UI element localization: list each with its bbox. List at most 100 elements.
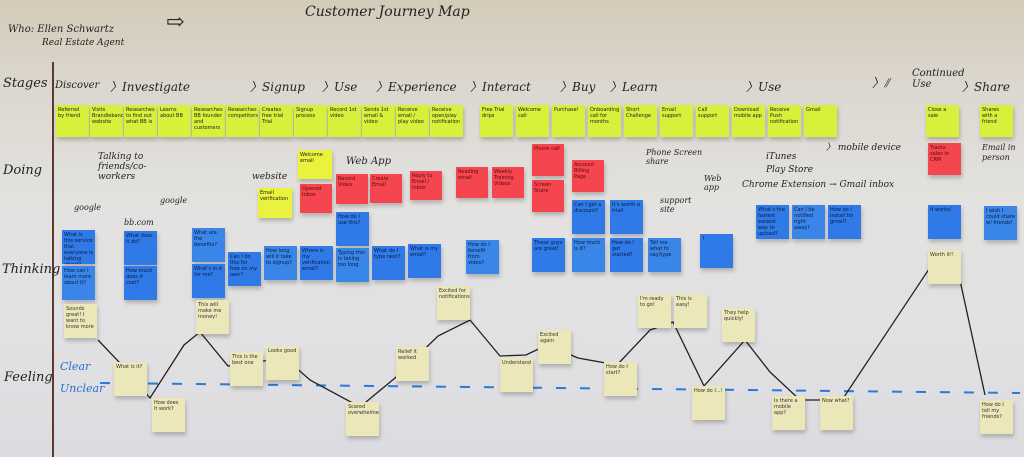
thinking-note[interactable]: What are the benefits?	[192, 228, 225, 262]
feeling-note[interactable]: They help quickly!	[722, 308, 755, 342]
feeling-note[interactable]: Relief it worked	[396, 347, 429, 381]
stage-note[interactable]: Referred by friend	[56, 105, 89, 137]
stage-note[interactable]: Receive Push notification	[768, 105, 801, 137]
doing-note[interactable]: Opened Inbox	[300, 184, 332, 213]
thinking-note[interactable]: How do I benefit from video?	[466, 240, 499, 274]
doing-webapp: Web App	[346, 156, 391, 167]
feeling-note[interactable]: What is it?	[114, 362, 147, 396]
thinking-note[interactable]: How much does it cost?	[124, 266, 157, 300]
thinking-note[interactable]: What do I type next?	[372, 246, 405, 280]
feeling-note[interactable]: Understand	[500, 358, 533, 392]
feeling-note[interactable]: Looks good	[266, 346, 299, 380]
feeling-note[interactable]: I'm ready to go!	[638, 294, 671, 328]
feeling-note[interactable]: This will make me money!	[196, 300, 229, 334]
thinking-note[interactable]: How long will it take to signup?	[264, 246, 297, 280]
doing-note[interactable]: Account Billing Page	[572, 160, 604, 192]
stage-interact: 〉Interact	[470, 80, 531, 94]
stage-note[interactable]: Researches BB founder and customers	[192, 105, 225, 137]
thinking-note[interactable]: What is my email?	[408, 244, 441, 278]
feeling-note[interactable]: How do I tell my friends?	[980, 400, 1013, 434]
doing-note[interactable]: Weekly Training Videos	[492, 167, 524, 198]
feeling-note[interactable]: Worth it!!	[928, 250, 961, 284]
doing-note[interactable]: Reply to Email / Inbox	[410, 171, 442, 200]
thinking-note[interactable]: What is this service that everyone is ta…	[62, 230, 95, 264]
stage-learn: 〉Learn	[610, 80, 658, 94]
feeling-note[interactable]: Excited again	[538, 330, 571, 364]
thinking-note[interactable]: What's in it for me?	[192, 264, 225, 298]
feeling-note[interactable]: How does it work?	[152, 398, 185, 432]
feeling-note[interactable]: Sounds great! I want to know more	[64, 304, 97, 338]
thinking-note[interactable]: I wish I could share w/ friends!	[984, 206, 1017, 240]
thinking-note[interactable]: How do I use this?	[336, 212, 369, 246]
stage-note[interactable]: Learns about BB	[158, 105, 191, 137]
row-label-thinking: Thinking	[2, 262, 61, 277]
thinking-note[interactable]: Can I be notified right away?	[792, 205, 825, 239]
stage-note[interactable]: Shares with a friend	[980, 105, 1013, 137]
stage-note[interactable]: Signup process	[294, 105, 327, 137]
stage-note[interactable]: Download mobile app	[732, 105, 765, 137]
thinking-note[interactable]: Where is my verification email?	[300, 246, 333, 280]
stage-note[interactable]: Purchase!	[552, 105, 585, 137]
stage-label: Use	[758, 80, 782, 94]
stage-separator-icon: 〉⫽	[872, 76, 890, 90]
feeling-note[interactable]: This is easy!	[674, 294, 707, 328]
stage-note[interactable]: Gmail	[804, 105, 837, 137]
stage-label: Learn	[622, 80, 658, 94]
doing-note[interactable]: Phone call	[532, 144, 564, 176]
stage-note[interactable]: Researches competitors	[226, 105, 259, 137]
mobile-label: mobile device	[837, 143, 901, 153]
thinking-note[interactable]: Tell me what to say/type	[648, 238, 681, 272]
feeling-note[interactable]: Is there a mobile app?	[772, 396, 805, 430]
stage-label: Buy	[572, 80, 596, 94]
emotion-line	[97, 259, 986, 408]
thinking-note[interactable]: How can I learn more about it?	[62, 266, 95, 300]
stage-note[interactable]: Creates free trial Trial	[260, 105, 293, 137]
thinking-note[interactable]: Can I get a discount?	[572, 200, 605, 234]
stage-note[interactable]: Free Trial drips	[480, 105, 513, 137]
thinking-note[interactable]: Can I do this for free on my own?	[228, 252, 261, 286]
stage-note[interactable]: Short Challenge	[624, 105, 657, 137]
stage-note[interactable]: Welcome call	[516, 105, 549, 137]
stage-note[interactable]: Receive email / play video	[396, 105, 429, 137]
doing-note[interactable]: Reading email	[456, 167, 488, 198]
stage-note[interactable]: Onboarding call for months	[588, 105, 621, 137]
thinking-note[interactable]: What does it do?	[124, 231, 157, 265]
thinking-note[interactable]: How do I get started?	[610, 238, 643, 272]
thinking-note[interactable]: How much is it?	[572, 238, 605, 272]
feeling-note[interactable]: How do I start?	[604, 362, 637, 396]
stage-note[interactable]: Call support	[696, 105, 729, 137]
stage-note[interactable]: Sends 1st email & video	[362, 105, 395, 137]
doing-website: website	[252, 172, 288, 182]
doing-note[interactable]: Tracks sales in CRM	[928, 143, 961, 175]
doing-note[interactable]: Create Email	[370, 174, 402, 203]
row-label-stages: Stages	[3, 76, 48, 91]
thinking-note[interactable]: It's worth a trial!	[610, 200, 643, 234]
feeling-note[interactable]: Excited for notifications	[437, 286, 470, 320]
feeling-note[interactable]: Now what?	[820, 396, 853, 430]
stage-note[interactable]: Email support	[660, 105, 693, 137]
thinking-note[interactable]: What's the fastest easiest way to upload…	[756, 205, 789, 239]
thinking-note[interactable]: It works!	[928, 205, 961, 239]
stage-signup: 〉Signup	[250, 80, 305, 94]
thinking-note[interactable]: How do I install for gmail?	[828, 205, 861, 239]
doing-note[interactable]: Email verification	[258, 188, 292, 218]
stage-note[interactable]: Receive open/play notification	[430, 105, 463, 137]
feeling-note[interactable]: Scared overwhelmed	[346, 402, 379, 436]
doing-note[interactable]: Screen Share	[532, 180, 564, 212]
stage-note[interactable]: Visits Brandlebands website	[90, 105, 123, 137]
row-label-doing: Doing	[3, 163, 43, 178]
stage-note[interactable]: Researches to find out what BB is	[124, 105, 157, 137]
doing-support: support site	[660, 196, 692, 214]
thinking-note[interactable]: These guys are great!	[532, 238, 565, 272]
stage-discover: Discover	[55, 80, 100, 91]
thinking-note[interactable]: ?	[700, 234, 733, 268]
doing-note[interactable]: Record Video	[336, 174, 368, 204]
feeling-note[interactable]: This is the best one	[230, 352, 263, 386]
stage-note[interactable]: Close a sale	[926, 105, 959, 137]
thinking-note[interactable]: Typing this is taking too long	[336, 248, 369, 282]
doing-phone: Phone Screen share	[646, 148, 703, 166]
feeling-note[interactable]: How do I...!	[692, 386, 725, 420]
doing-note[interactable]: Welcome email	[298, 150, 332, 179]
stage-note[interactable]: Record 1st video	[328, 105, 361, 137]
